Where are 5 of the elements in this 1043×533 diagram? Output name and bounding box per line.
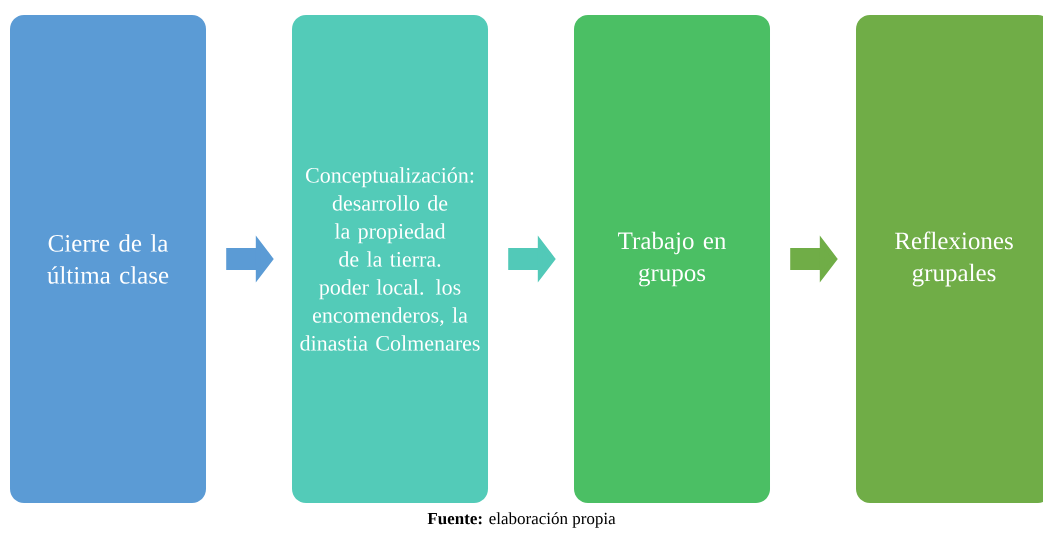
step-box: Cierre de la última clase: [10, 15, 206, 503]
step-box: Reflexiones grupales: [856, 15, 1043, 503]
caption: Fuente: elaboración propia: [427, 512, 616, 528]
step-box: Trabajo en grupos: [574, 15, 770, 503]
step-box: Conceptualización: desarrollo de la propiedad de la tierra. poder local. los encomenderos, la dinastia Colmenares: [292, 15, 488, 503]
